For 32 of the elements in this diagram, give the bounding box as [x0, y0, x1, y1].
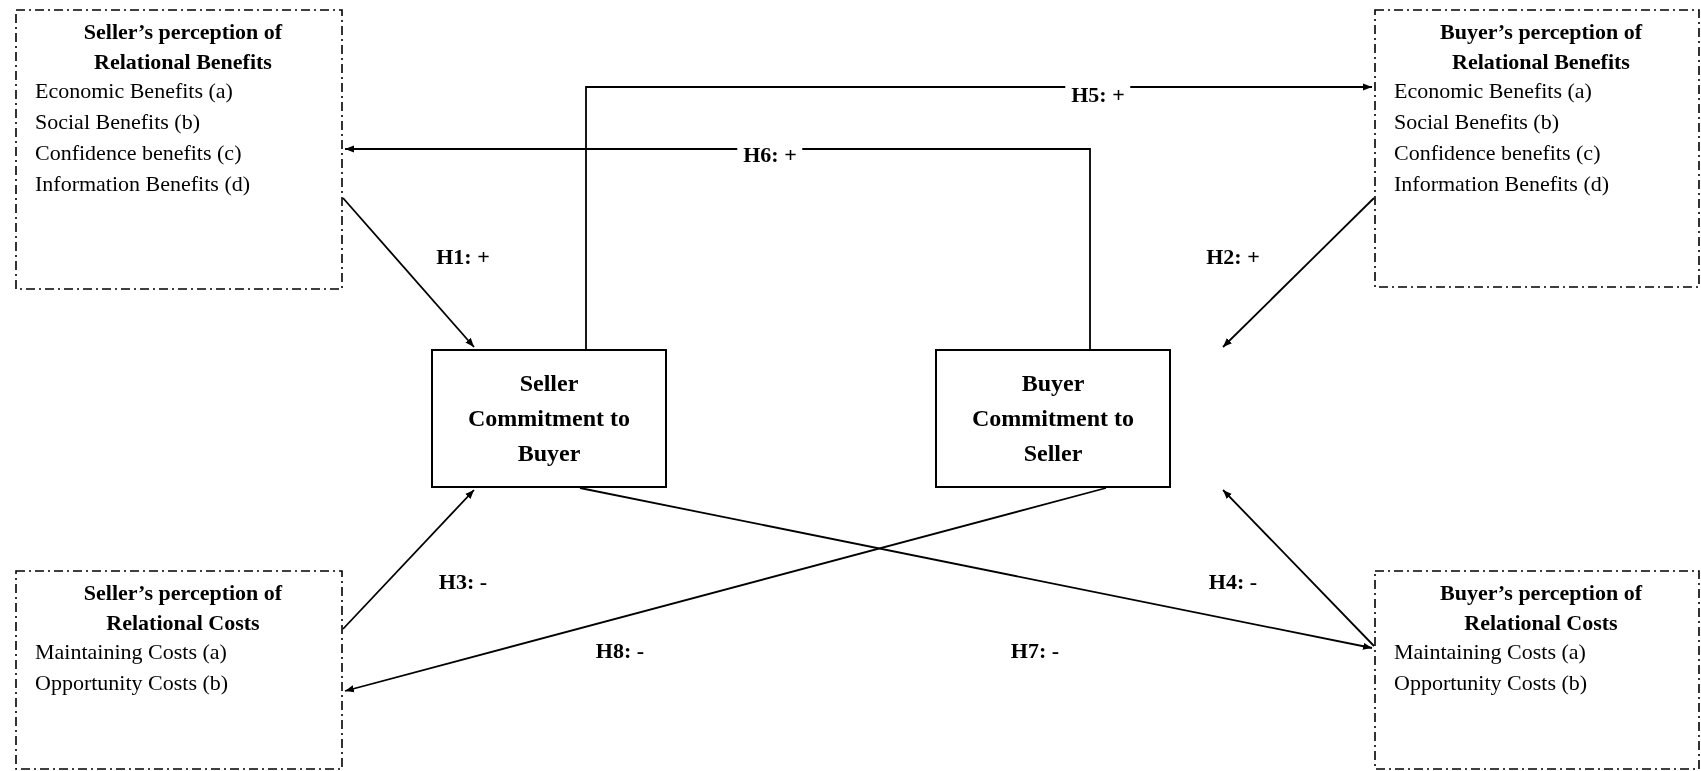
list-item: Opportunity Costs (b) — [35, 669, 230, 698]
list-item: Confidence benefits (c) — [35, 138, 243, 167]
list-item: Opportunity Costs (b) — [1394, 669, 1589, 698]
construct-group-box — [1374, 570, 1700, 770]
group-heading: Seller’s perception of Relational Costs — [82, 579, 284, 637]
arrow — [344, 487, 1107, 693]
list-item: Social Benefits (b) — [1394, 108, 1560, 137]
list-item: Economic Benefits (a) — [35, 77, 234, 106]
construct-group-box — [1374, 9, 1700, 288]
arrow — [342, 489, 475, 630]
list-item: Confidence benefits (c) — [1394, 138, 1602, 167]
list-item: Information Benefits (d) — [35, 169, 252, 198]
construct-title: Seller Commitment to Buyer — [467, 369, 631, 468]
construct-group-box — [15, 9, 343, 290]
list-item: Information Benefits (d) — [1394, 169, 1611, 198]
arrow — [344, 145, 1091, 350]
arrow — [1222, 489, 1375, 647]
arrow — [585, 83, 1373, 350]
group-heading: Seller’s perception of Relational Benefits — [82, 18, 284, 76]
arrow — [579, 487, 1373, 650]
construct-box — [935, 349, 1171, 488]
list-item: Maintaining Costs (a) — [1394, 638, 1587, 667]
group-heading: Buyer’s perception of Relational Benefits — [1438, 18, 1644, 76]
group-heading: Buyer’s perception of Relational Costs — [1438, 579, 1644, 637]
construct-title: Buyer Commitment to Seller — [971, 369, 1135, 468]
arrow — [342, 197, 475, 348]
list-item: Economic Benefits (a) — [1394, 77, 1593, 106]
list-item: Social Benefits (b) — [35, 108, 201, 137]
arrow — [1222, 197, 1375, 348]
list-item: Maintaining Costs (a) — [35, 638, 228, 667]
construct-box — [431, 349, 667, 488]
construct-group-box — [15, 570, 343, 770]
